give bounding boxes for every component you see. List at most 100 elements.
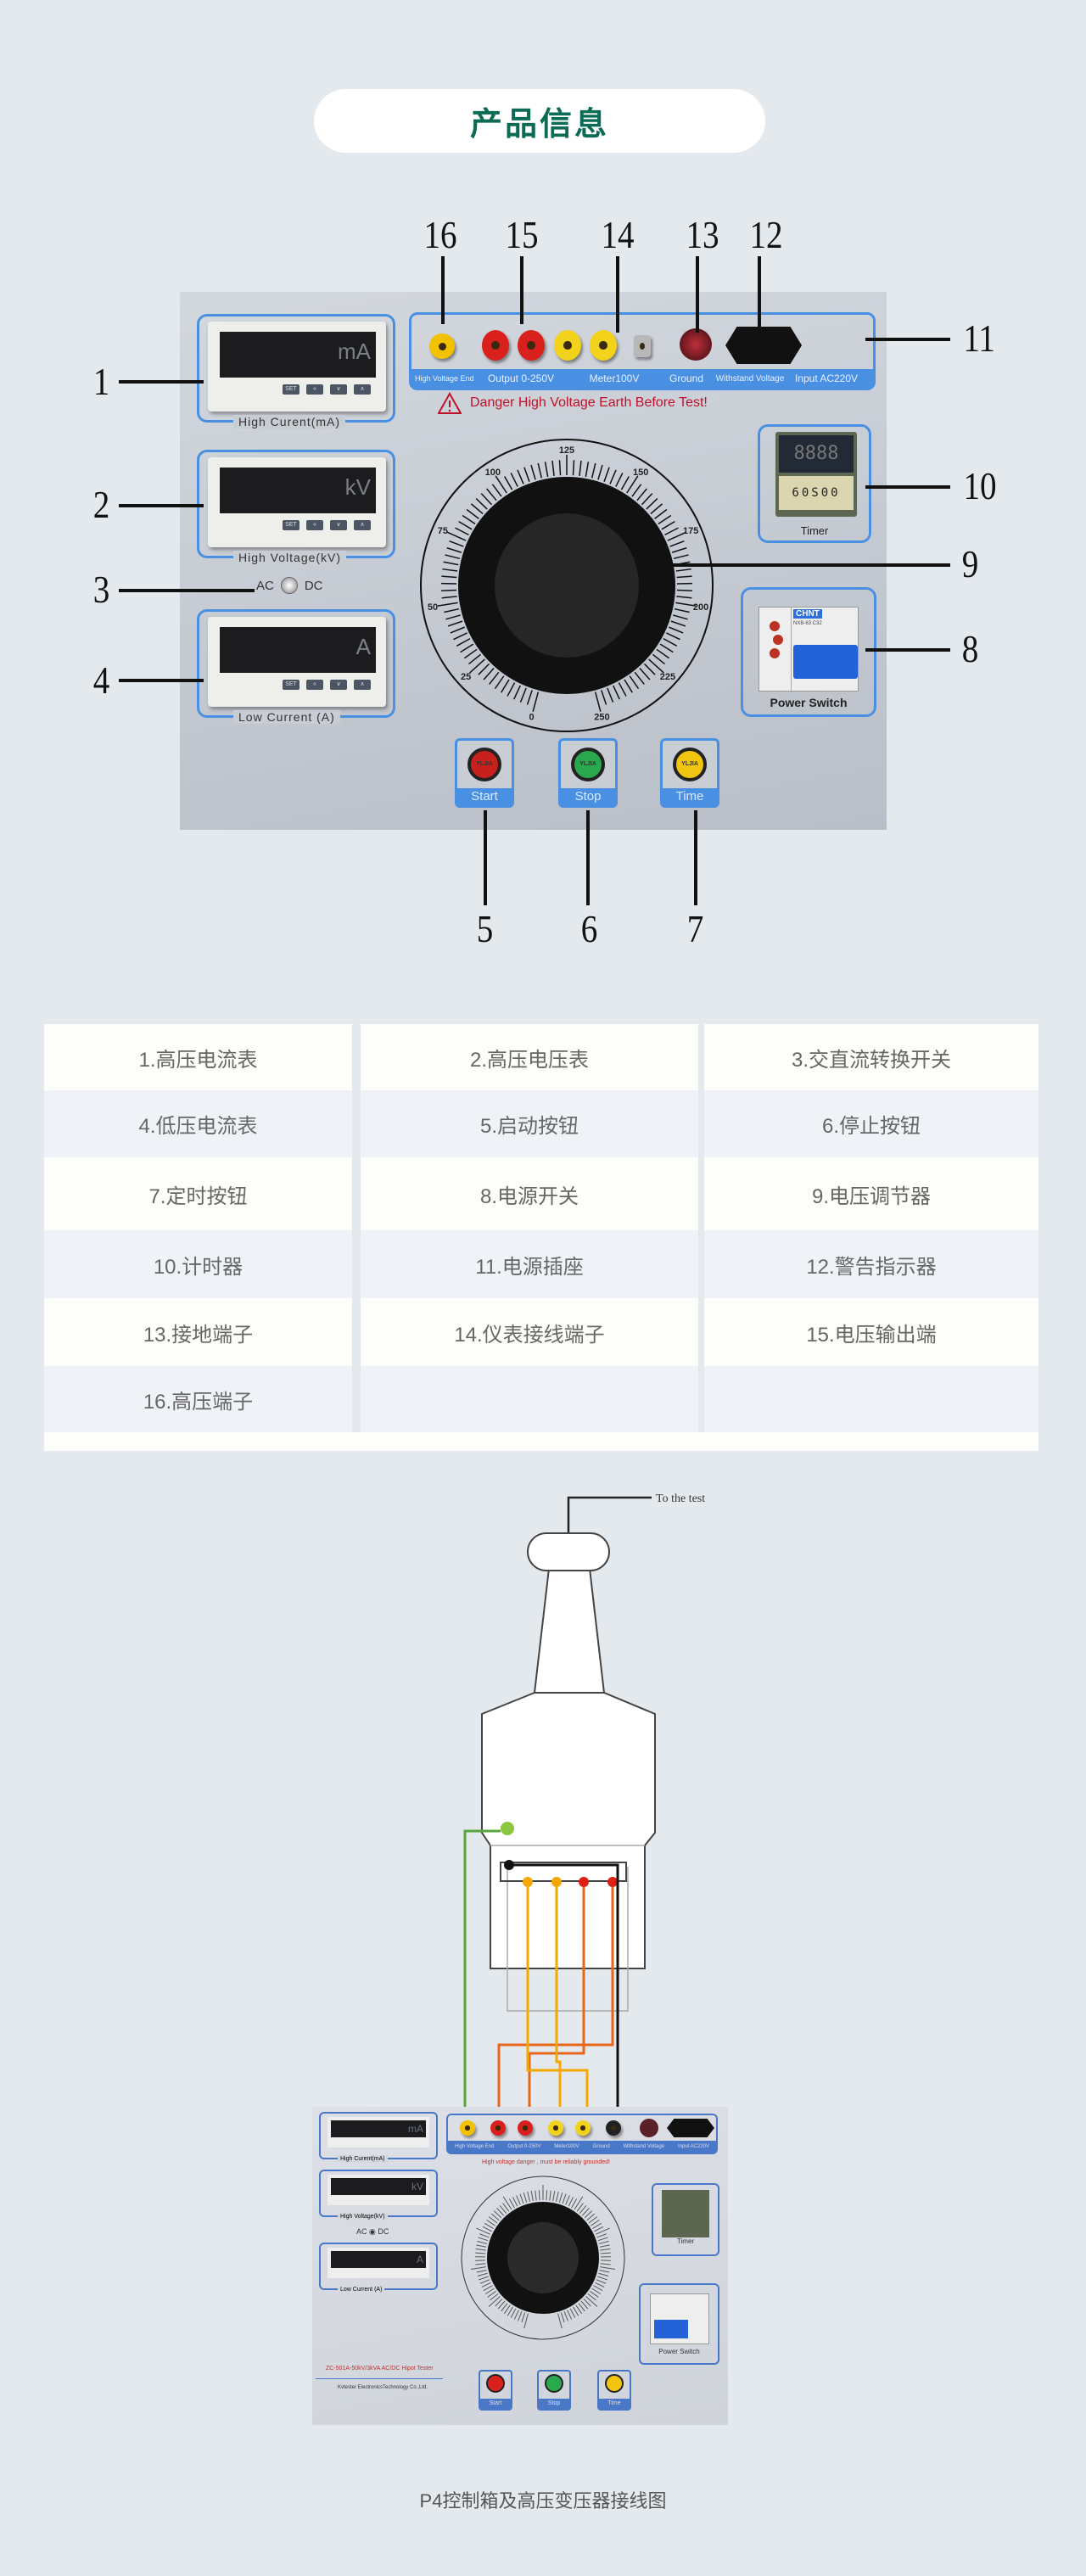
timer-dials[interactable]: 60S00: [779, 476, 854, 510]
output-terminal-2[interactable]: [518, 330, 545, 361]
dial-tick: [673, 554, 689, 560]
dial-tick: [563, 2311, 568, 2321]
dial-tick: [496, 2208, 505, 2216]
section-title: 产品信息: [314, 89, 765, 153]
dial-tick: [488, 2216, 498, 2224]
dial-tick: [530, 464, 536, 480]
power-socket-icon: [725, 327, 802, 364]
breaker-toggle[interactable]: [793, 645, 858, 679]
timer-label: Timer: [800, 524, 829, 537]
callout-line: [865, 485, 950, 489]
ground-terminal[interactable]: [634, 335, 651, 357]
dial-tick: [532, 692, 540, 712]
dial-tick: [441, 575, 457, 579]
dial-tick: [463, 648, 478, 659]
dial-tick: [441, 596, 457, 599]
meter-key[interactable]: ∧: [354, 384, 371, 395]
dial-tick: [527, 2191, 530, 2202]
dial-tick: [537, 462, 543, 479]
meter-key[interactable]: ∨: [330, 384, 347, 395]
meter-key[interactable]: «: [306, 384, 323, 395]
meter-terminal-1[interactable]: [554, 330, 581, 361]
withstand-label: Withstand Voltage: [715, 373, 785, 384]
dial-tick: [468, 653, 482, 665]
dial-label: 125: [559, 445, 574, 456]
dial-label: 100: [485, 468, 501, 478]
meter-key[interactable]: SET: [283, 680, 299, 690]
meter-screen: A: [220, 627, 376, 673]
dial-tick: [508, 2198, 515, 2209]
callout-line: [696, 256, 699, 333]
dial-tick: [494, 675, 505, 689]
meter-key[interactable]: «: [306, 520, 323, 530]
dial-tick: [535, 2190, 537, 2201]
dial-tick: [458, 521, 473, 530]
dial-tick: [557, 2313, 563, 2329]
stop-button[interactable]: YLJIA Stop: [558, 738, 618, 808]
dial-tick: [569, 2308, 576, 2318]
dial-tick: [475, 2252, 486, 2254]
ac-dc-switch[interactable]: AC DC: [256, 577, 323, 594]
output-terminal-1[interactable]: [482, 330, 509, 361]
hv-terminal[interactable]: [429, 333, 455, 359]
callout-number: 8: [961, 627, 979, 670]
dial-tick: [674, 608, 690, 613]
dial-label: 175: [683, 526, 698, 536]
callout-line: [119, 504, 204, 507]
dial-tick: [478, 2237, 489, 2242]
dial-tick: [523, 467, 530, 482]
dial-tick: [594, 692, 602, 712]
dial-tick: [507, 2306, 513, 2316]
dial-tick: [510, 473, 518, 487]
mini-button: Time: [597, 2370, 631, 2411]
table-cell: 14.仪表接线端子: [361, 1298, 698, 1366]
callout-line: [520, 256, 523, 324]
callout-number: 15: [505, 213, 539, 256]
meter-terminal-2[interactable]: [590, 330, 617, 361]
callout-number: 13: [686, 213, 719, 256]
meter-key[interactable]: ∨: [330, 680, 347, 690]
dial-tick: [659, 643, 674, 653]
dial-tick: [501, 679, 510, 693]
meter-key[interactable]: ∧: [354, 680, 371, 690]
callout-line: [865, 648, 950, 652]
timer-box: 8888 60S00 Timer: [758, 424, 871, 543]
dial-tick: [544, 462, 549, 478]
dial-tick: [479, 2276, 489, 2281]
meter-label: High Voltage(kV): [233, 551, 347, 564]
meter-key[interactable]: ∨: [330, 520, 347, 530]
mini-terminal-label: High Voltage End: [454, 2144, 495, 2149]
dial-tick: [487, 2290, 496, 2298]
dial-tick: [581, 2208, 590, 2216]
callout-line: [865, 338, 950, 341]
dial-tick: [490, 2293, 499, 2301]
table-cell: 4.低压电流表: [44, 1090, 352, 1157]
digital-meter: kV SET«∨∧: [208, 457, 386, 547]
meter-key[interactable]: SET: [283, 520, 299, 530]
dial-tick: [501, 2303, 508, 2312]
dial-tick: [667, 531, 686, 541]
dial-tick: [609, 469, 617, 484]
callout-line: [441, 256, 445, 324]
dial-tick: [591, 462, 596, 479]
callout-line: [119, 589, 255, 592]
dial-tick: [455, 527, 469, 536]
dial-tick: [567, 2310, 573, 2320]
dial-tick: [512, 2197, 518, 2207]
meter-key[interactable]: ∧: [354, 520, 371, 530]
dial-tick: [475, 2263, 486, 2265]
time-button[interactable]: YLJIA Time: [660, 738, 719, 808]
dial-tick: [583, 2298, 591, 2307]
callout-line: [119, 380, 204, 384]
meter-key[interactable]: SET: [283, 384, 299, 395]
dial-tick: [594, 2226, 604, 2232]
dial-tick: [446, 547, 462, 553]
dial-tick: [549, 2190, 551, 2201]
dial-tick: [613, 685, 620, 700]
dial-tick: [477, 2241, 488, 2244]
start-button[interactable]: YLJIA Start: [455, 738, 514, 808]
callout-line: [586, 810, 590, 905]
meter-key[interactable]: «: [306, 680, 323, 690]
mini-terminal-label: Input AC220V: [677, 2144, 710, 2149]
